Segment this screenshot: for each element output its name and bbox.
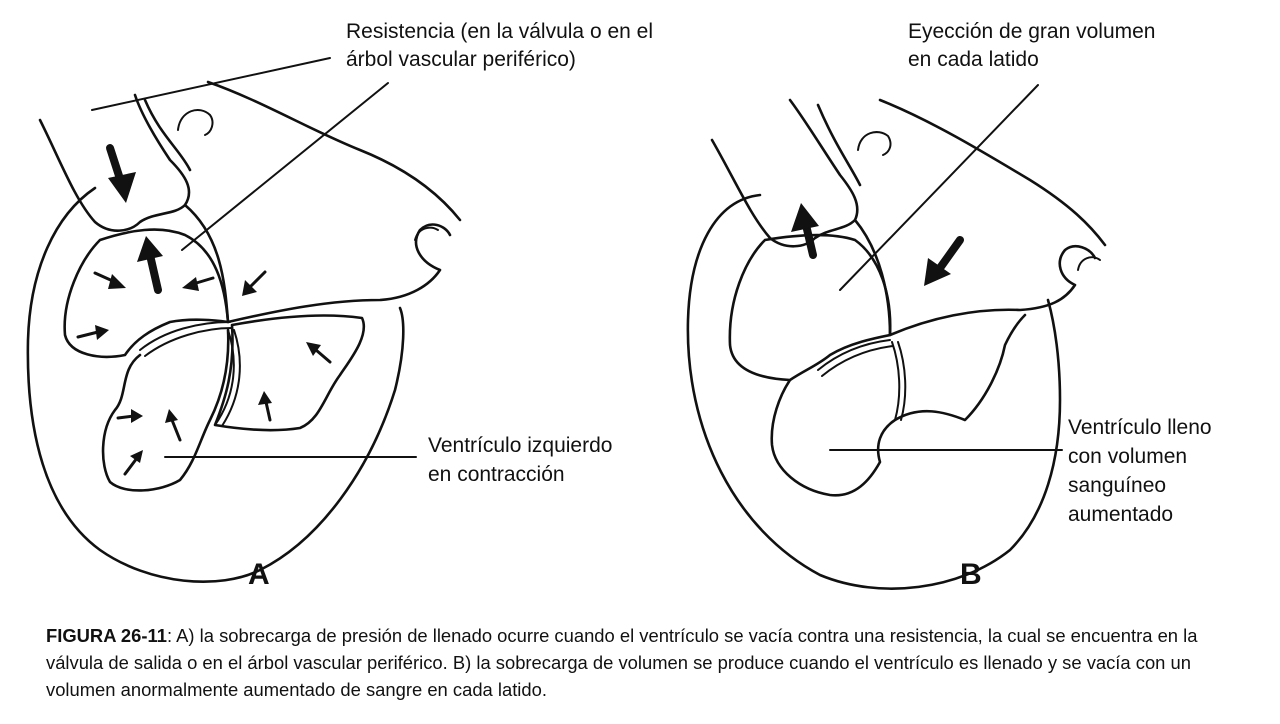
label-ejection-line2: en cada latido: [908, 48, 1039, 71]
arrow-a-inflow: [106, 144, 136, 203]
arrow-b-inflow: [924, 236, 964, 286]
label-ventricle-a-line2: en contracción: [428, 463, 565, 486]
arrow-a-small-7: [165, 409, 182, 442]
heart-a-cavity-right: [213, 314, 365, 432]
heart-b-outline: [686, 193, 1062, 590]
heart-b-cavity: [728, 233, 1027, 497]
heart-b: [686, 84, 1107, 590]
arrow-a-small-5: [306, 342, 332, 364]
label-resistance-line2: árbol vascular periférico): [346, 48, 576, 71]
leader-a-resistance-top: [91, 57, 331, 111]
panel-letter-b: B: [960, 558, 982, 591]
label-ventricle-b-line1: Ventrículo lleno: [1068, 416, 1212, 439]
heart-a-outline: [26, 186, 405, 583]
heart-a-vessel-loop-2: [414, 226, 439, 241]
panel-letter-a: A: [248, 558, 270, 591]
arrow-a-small-2: [182, 276, 215, 291]
arrow-a-small-8: [123, 450, 143, 476]
label-ventricle-a-line1: Ventrículo izquierdo: [428, 434, 613, 457]
heart-a-upper-vessel: [143, 80, 462, 222]
heart-b-vessel-loop-2: [1077, 256, 1101, 271]
label-ejection-line1: Eyección de gran volumen: [908, 20, 1156, 43]
arrow-a-small-3: [242, 270, 267, 296]
heart-a-cavity-upper: [63, 228, 230, 359]
heart-a: [26, 57, 462, 583]
heart-b-valve: [817, 339, 894, 377]
label-ventricle-b-line2: con volumen: [1068, 445, 1188, 468]
heart-a-vessel-loop-1: [177, 109, 214, 136]
arrow-a-small-9: [258, 391, 272, 422]
heart-a-septum: [214, 329, 241, 427]
arrow-a-small-1: [93, 271, 126, 289]
heart-diagram: [26, 57, 1107, 590]
leader-a-resistance-down: [181, 82, 389, 251]
leader-b-ejection: [839, 84, 1039, 291]
heart-b-vessel-loop-1: [857, 131, 892, 156]
arrow-a-ejection: [137, 236, 163, 294]
heart-b-upper-vessel: [816, 98, 1107, 247]
caption-text: : A) la sobrecarga de presión de llenado…: [46, 625, 1198, 700]
heart-b-aorta: [710, 98, 859, 248]
label-ventricle-b-line3: sanguíneo: [1068, 474, 1167, 497]
arrow-a-small-6: [116, 409, 143, 423]
figure-id: FIGURA 26-11: [46, 625, 167, 646]
figure-caption: FIGURA 26-11: A) la sobrecarga de presió…: [46, 622, 1246, 703]
label-resistance-line1: Resistencia (en la válvula o en el: [346, 20, 654, 43]
heart-a-atrium: [183, 203, 452, 324]
heart-a-valve: [139, 321, 233, 357]
label-ventricle-b-line4: aumentado: [1068, 503, 1174, 526]
arrow-b-ejection: [791, 203, 819, 259]
arrow-a-small-4: [76, 325, 109, 340]
heart-a-cavity-lower: [101, 328, 230, 492]
heart-a-aorta: [38, 93, 191, 232]
heart-b-septum: [891, 341, 907, 421]
